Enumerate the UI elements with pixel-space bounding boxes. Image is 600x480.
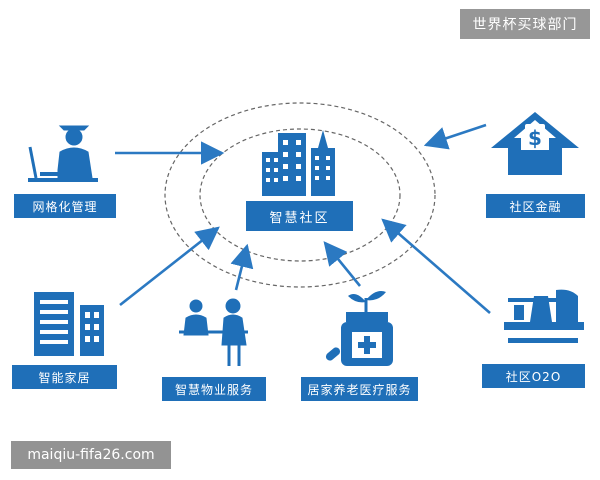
o2o-kitchen-icon (504, 289, 584, 343)
medicine-bottle-icon (325, 291, 393, 366)
smart-home-label[interactable]: 智能家居 (12, 365, 117, 389)
svg-text:$: $ (528, 126, 542, 150)
property-service-label[interactable]: 智慧物业服务 (162, 377, 266, 401)
arrows (115, 123, 491, 314)
watermark-top: 世界杯买球部门 (460, 9, 590, 39)
arrow-property (230, 243, 254, 291)
elder-care-label[interactable]: 居家养老医疗服务 (301, 377, 418, 401)
arrow-elder (323, 241, 362, 287)
smart-home-building-icon (34, 292, 104, 356)
grid-management-label[interactable]: 网格化管理 (14, 194, 116, 218)
inner-ring (199, 128, 401, 262)
o2o-label[interactable]: 社区O2O (482, 364, 585, 388)
finance-house-icon: $ (491, 112, 579, 175)
property-service-icon (179, 298, 248, 366)
outer-ring (164, 102, 436, 288)
city-buildings-icon (262, 130, 335, 196)
watermark-bottom: maiqiu-fifa26.com (11, 441, 171, 469)
grid-manager-icon (28, 125, 98, 182)
arrow-home (119, 226, 220, 307)
center-label[interactable]: 智慧社区 (246, 201, 353, 231)
arrow-o2o (381, 218, 491, 314)
arrow-finance (423, 123, 487, 150)
finance-label[interactable]: 社区金融 (486, 194, 585, 218)
